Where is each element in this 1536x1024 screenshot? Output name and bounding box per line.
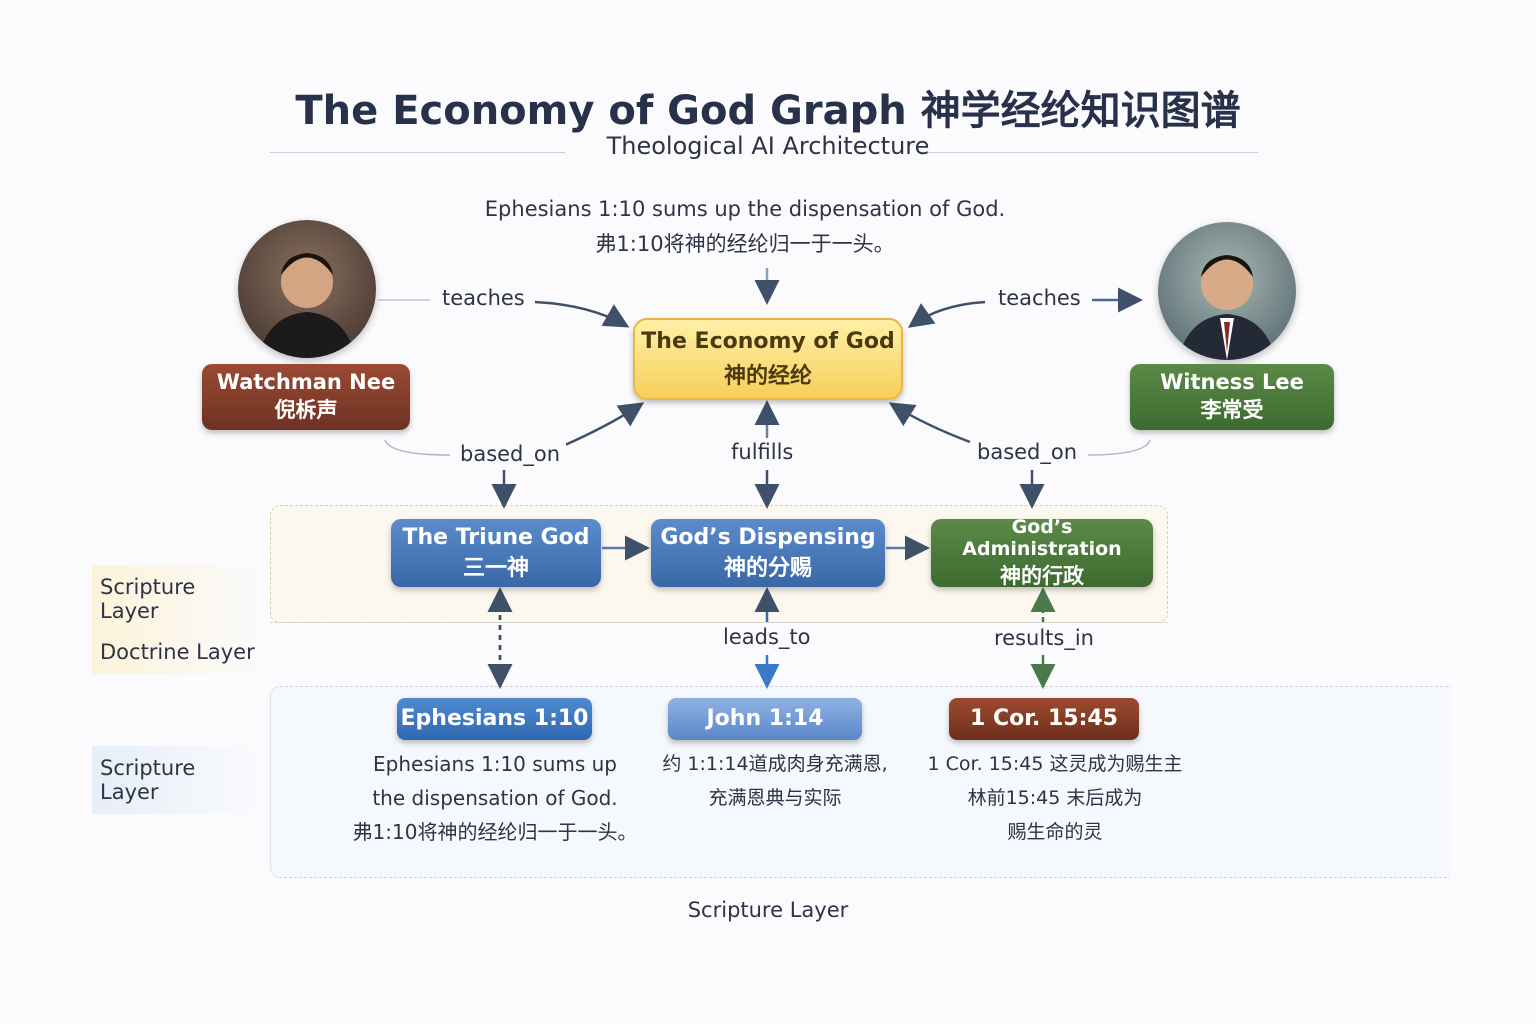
person-name-zh: 倪柝声 (274, 398, 338, 422)
layer-label-scripture: Scripture Layer (92, 565, 267, 633)
top-text-zh: 弗1:10将神的经纶归一于一头。 (595, 232, 895, 256)
top-scripture-text: Ephesians 1:10 sums up the dispensation … (400, 192, 1090, 262)
divider (270, 622, 1168, 623)
node-title: God’s Administration (962, 516, 1122, 560)
person-node-watchman-nee[interactable]: Watchman Nee 倪柝声 (202, 364, 410, 430)
concept-node-gods-administration[interactable]: God’s Administration 神的行政 (931, 516, 1153, 588)
edge-label-fulfills: fulfills (725, 440, 800, 464)
page-title: The Economy of God Graph 神学经纶知识图谱 (295, 88, 1241, 134)
text-line: the dispensation of God. (372, 786, 618, 810)
text-line: 1 Cor. 15:45 这灵成为赐生主 (927, 753, 1183, 775)
node-title: God’s Dispensing (660, 524, 876, 550)
bottom-layer-label: Scripture Layer (687, 898, 849, 922)
text-line: 弗1:10将神的经纶归一于一头。 (352, 820, 638, 844)
concept-node-triune-god[interactable]: The Triune God 三一神 (391, 519, 601, 587)
text-line: Ephesians 1:10 sums up (373, 752, 617, 776)
watchman-nee-portrait (238, 220, 376, 358)
text-line: 约 1:1:14道成肉身充满恩, (662, 753, 888, 775)
witness-lee-portrait (1158, 222, 1296, 360)
node-title: The Economy of God (641, 328, 895, 354)
center-node-economy-of-god[interactable]: The Economy of God 神的经纶 (633, 318, 903, 400)
node-title-zh: 神的分赐 (723, 555, 812, 581)
person-name-zh: 李常受 (1200, 398, 1264, 422)
node-title: The Triune God (402, 524, 590, 550)
page-subtitle: Theological AI Architecture (606, 132, 930, 160)
person-node-witness-lee[interactable]: Witness Lee 李常受 (1130, 364, 1334, 430)
edge-label-teaches: teaches (436, 286, 531, 310)
node-title-zh: 三一神 (462, 555, 529, 581)
edge-label-based-on: based_on (971, 440, 1084, 464)
reference-text-john: 约 1:1:14道成肉身充满恩, 充满恩典与实际 (640, 747, 910, 815)
concept-node-gods-dispensing[interactable]: God’s Dispensing 神的分赐 (651, 519, 885, 587)
edge-label-based-on: based_on (454, 442, 567, 466)
top-text-en: Ephesians 1:10 sums up the dispensation … (484, 197, 1006, 221)
reference-john[interactable]: John 1:14 (668, 698, 862, 740)
divider (918, 152, 1258, 153)
reference-ephesians[interactable]: Ephesians 1:10 (397, 698, 592, 740)
reference-1-cor[interactable]: 1 Cor. 15:45 (949, 698, 1139, 740)
text-line: 赐生命的灵 (1007, 821, 1103, 843)
node-title-zh: 神的经纶 (723, 363, 812, 389)
edge-label-leads-to: leads_to (723, 625, 811, 649)
layer-label-scripture-2: Scripture Layer (92, 746, 267, 814)
node-title-zh: 神的行政 (1000, 564, 1084, 588)
text-line: 充满恩典与实际 (708, 787, 842, 809)
reference-text-1-cor: 1 Cor. 15:45 这灵成为赐生主 林前15:45 末后成为 赐生命的灵 (915, 747, 1195, 849)
person-name: Witness Lee (1160, 370, 1304, 394)
divider (270, 152, 565, 153)
layer-label-doctrine: Doctrine Layer (92, 630, 267, 674)
person-name: Watchman Nee (216, 370, 396, 394)
edge-label-results-in: results_in (994, 626, 1094, 650)
text-line: 林前15:45 末后成为 (967, 787, 1143, 809)
reference-text-ephesians: Ephesians 1:10 sums up the dispensation … (320, 747, 670, 849)
edge-label-teaches: teaches (992, 286, 1087, 310)
